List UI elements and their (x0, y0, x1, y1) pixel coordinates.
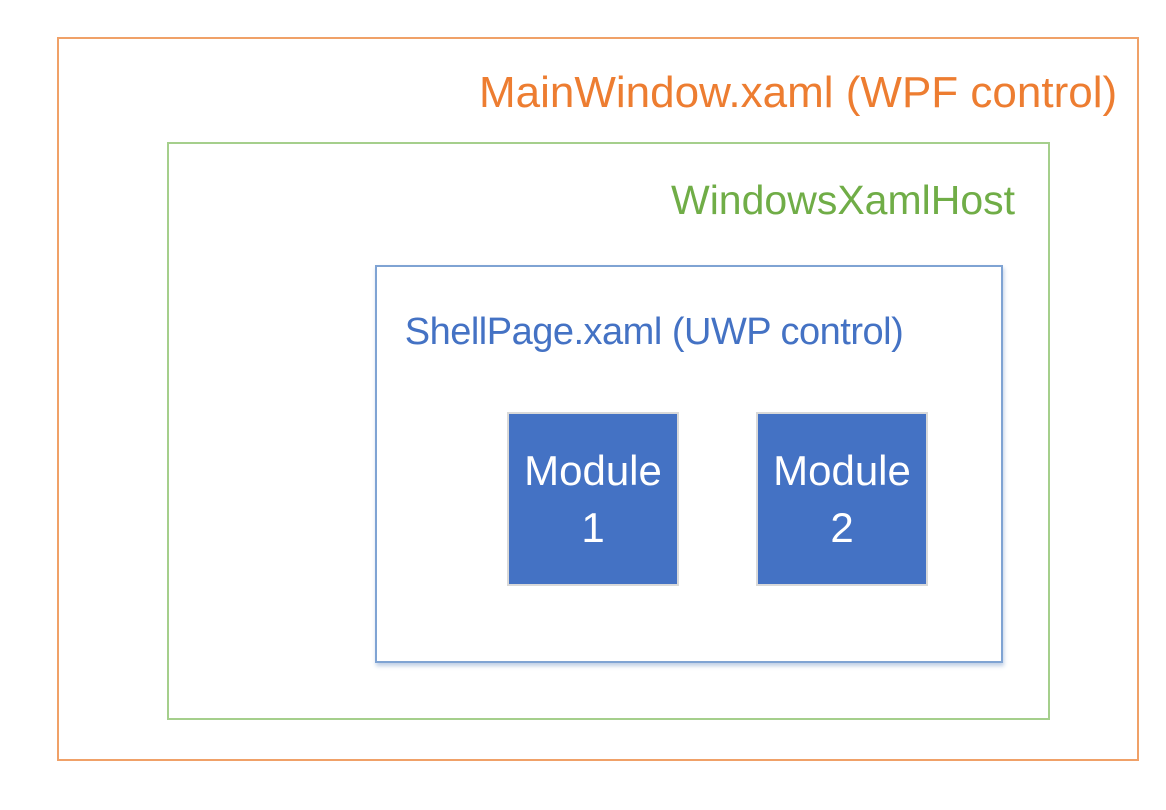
module-2-label-line1: Module (773, 447, 911, 494)
shellpage-uwp-box: ShellPage.xaml (UWP control) Module 1 Mo… (375, 265, 1003, 663)
module-2-label-line2: 2 (830, 504, 854, 551)
module-1-box: Module 1 (507, 412, 679, 586)
windowsxamlhost-label: WindowsXamlHost (671, 177, 1016, 223)
windowsxamlhost-box: WindowsXamlHost ShellPage.xaml (UWP cont… (167, 142, 1050, 720)
module-1-label-line2: 1 (581, 504, 605, 551)
mainwindow-label: MainWindow.xaml (WPF control) (479, 68, 1118, 117)
module-2-box: Module 2 (756, 412, 928, 586)
module-1-label-line1: Module (524, 447, 662, 494)
shellpage-label: ShellPage.xaml (UWP control) (404, 311, 904, 353)
mainwindow-wpf-box: MainWindow.xaml (WPF control) WindowsXam… (57, 37, 1139, 761)
